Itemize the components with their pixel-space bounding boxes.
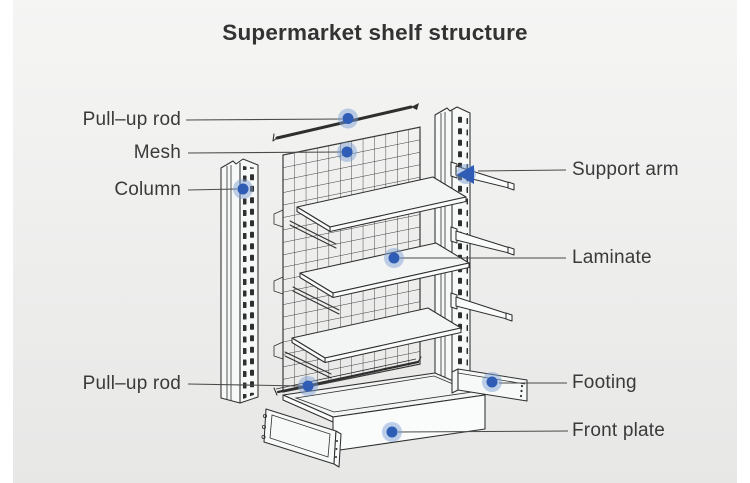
- marker-pull-up-rod-top: [338, 108, 358, 129]
- label-column: Column: [114, 179, 181, 200]
- left-column: [220, 158, 259, 404]
- base-deck: [282, 372, 486, 452]
- marker-footing: [482, 372, 502, 392]
- front-plate-part: [261, 408, 342, 468]
- marker-support-arm: [456, 164, 476, 184]
- pull-up-rod-bottom-part: [273, 356, 422, 396]
- marker-laminate: [384, 248, 404, 268]
- label-support-arm: Support arm: [572, 159, 679, 180]
- marker-mesh: [337, 142, 357, 162]
- label-pull-up-rod-top: Pull–up rod: [82, 109, 181, 130]
- page-title: Supermarket shelf structure: [222, 20, 528, 45]
- left-margin-strip: [0, 0, 13, 483]
- marker-pull-up-rod-bottom: [298, 376, 318, 396]
- leader-lines: [185, 118, 569, 433]
- label-laminate: Laminate: [572, 247, 652, 268]
- label-mesh: Mesh: [133, 142, 181, 163]
- shelf-1-laminate: [289, 176, 467, 249]
- marker-front-plate: [382, 422, 402, 442]
- part-markers: [233, 108, 502, 442]
- label-footing: Footing: [572, 372, 637, 393]
- shelf-2-laminate: [292, 242, 470, 315]
- shelf-3-laminate: [284, 307, 462, 379]
- label-pull-up-rod-bottom: Pull–up rod: [82, 373, 181, 394]
- pull-up-rod-top-part: [272, 103, 419, 142]
- support-arm-parts: [450, 161, 515, 322]
- right-margin-strip: [737, 0, 750, 483]
- marker-column: [233, 179, 253, 199]
- label-front-plate: Front plate: [572, 420, 666, 441]
